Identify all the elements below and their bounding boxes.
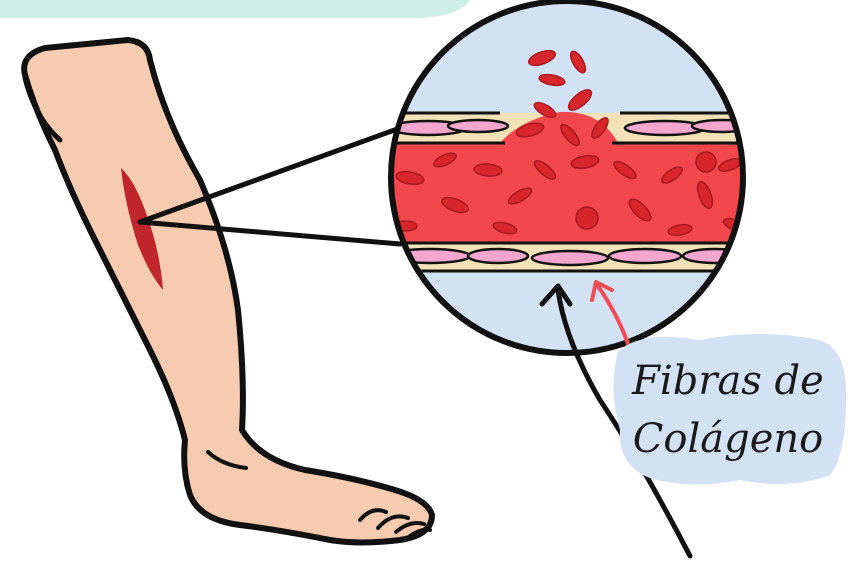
collagen-label: Fibras de Colágeno	[613, 334, 846, 485]
header-band	[0, 0, 470, 18]
leg-illustration	[24, 40, 432, 543]
leg-shape	[24, 40, 432, 543]
label-line-2: Colágeno	[633, 416, 823, 462]
label-line-1: Fibras de	[631, 358, 824, 404]
